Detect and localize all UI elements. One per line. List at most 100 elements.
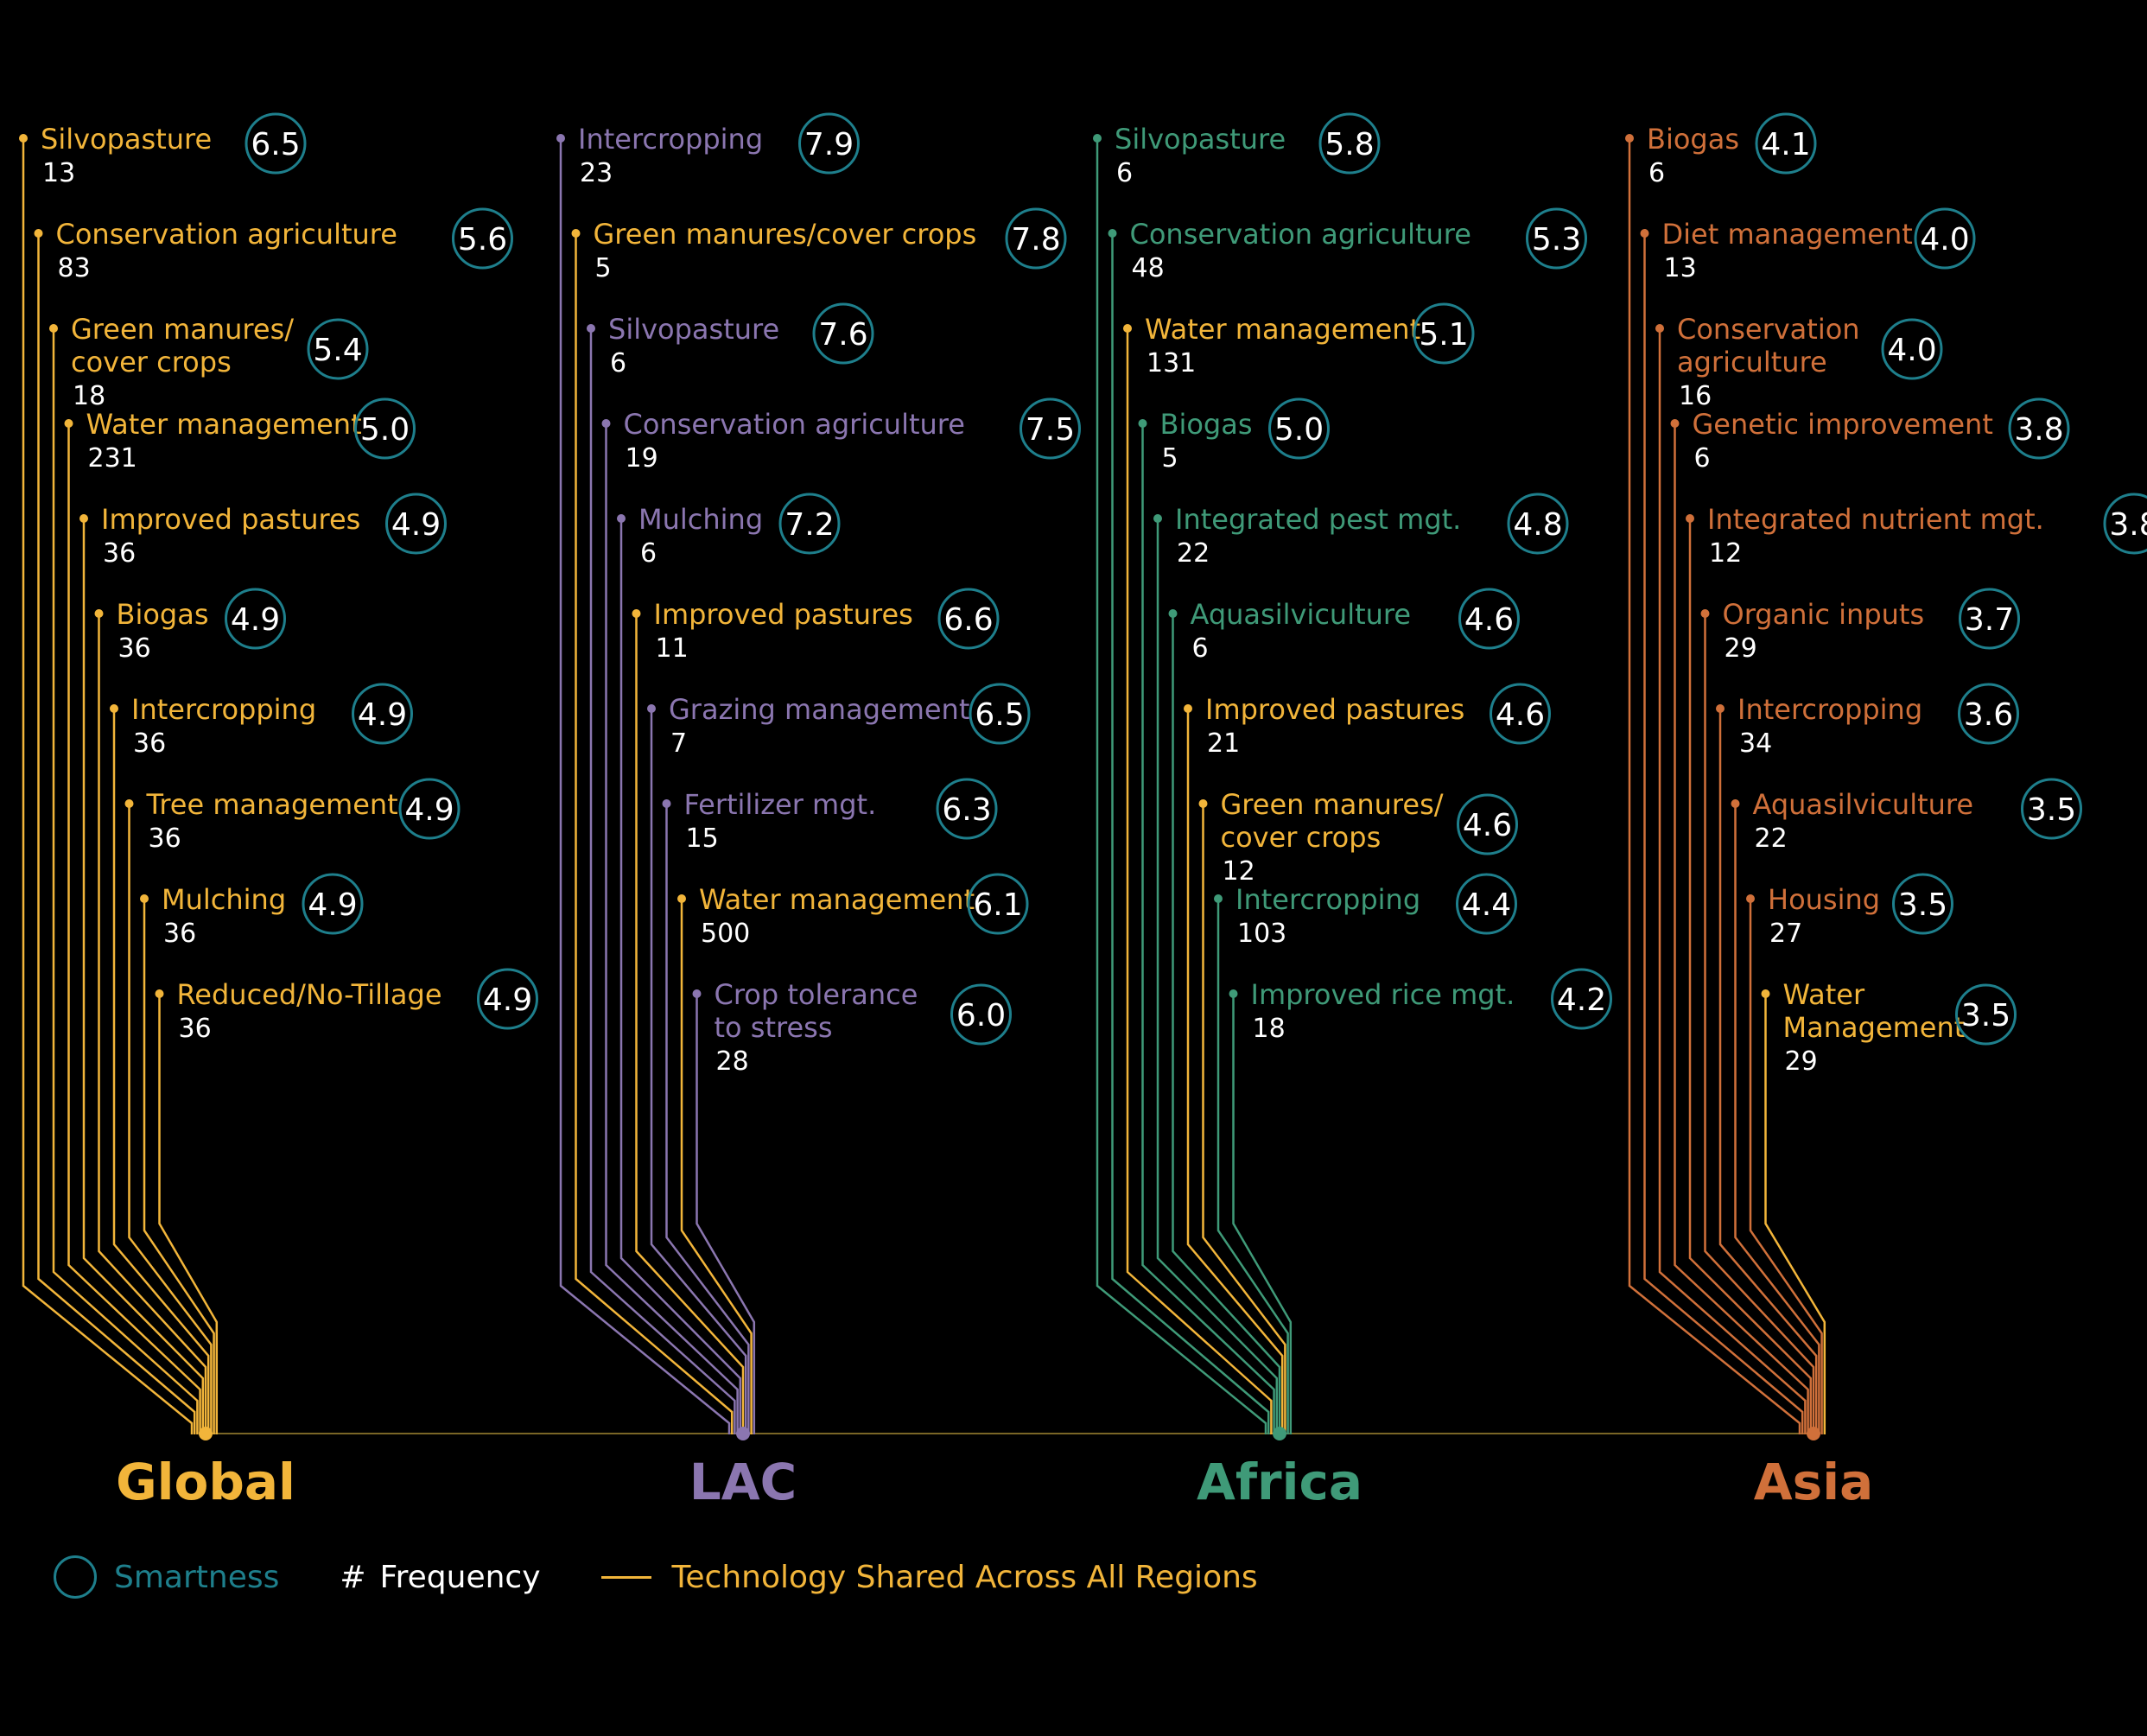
branch-line	[635, 614, 745, 1434]
frequency-value: 5	[595, 253, 612, 283]
branch-line	[559, 138, 731, 1434]
smartness-ring	[812, 302, 874, 365]
technology-label: Integrated pest mgt.	[1175, 503, 1461, 536]
smartness-ring	[2008, 397, 2070, 460]
branch-dot	[34, 229, 43, 238]
branch-dot	[140, 894, 149, 903]
smartness-value: 5.1	[1419, 317, 1468, 353]
smartness-ring	[1456, 873, 1517, 935]
frequency-value: 12	[1709, 538, 1742, 569]
technology-label: Silvopasture	[41, 123, 212, 156]
branch-line	[1202, 804, 1286, 1434]
frequency-value: 231	[88, 443, 137, 474]
branch-dot	[1655, 324, 1664, 333]
smartness-ring	[302, 873, 364, 935]
smartness-value: 4.6	[1464, 602, 1514, 638]
frequency-value: 28	[716, 1046, 749, 1077]
frequency-value: 13	[1664, 253, 1697, 283]
branch-dot	[155, 989, 164, 998]
smartness-ring-icon	[54, 1555, 97, 1599]
smartness-ring	[778, 493, 841, 555]
frequency-value: 131	[1147, 348, 1196, 378]
technology-label: Improved pastures	[101, 503, 360, 536]
technology-label: Intercropping	[1235, 883, 1420, 916]
technology-label: Silvopasture	[608, 313, 779, 346]
branch-line	[1186, 709, 1284, 1434]
frequency-value: 21	[1207, 728, 1240, 759]
branch-dot	[110, 704, 118, 713]
branch-line	[1111, 233, 1270, 1434]
technology-label: Organic inputs	[1723, 598, 1925, 631]
frequency-value: 19	[626, 443, 658, 474]
technology-label: agriculture	[1677, 346, 1827, 378]
frequency-value: 36	[163, 919, 196, 949]
branch-dot	[662, 799, 671, 808]
smartness-ring	[1413, 302, 1475, 365]
branch-line	[696, 994, 756, 1434]
smartness-value: 4.0	[1887, 333, 1936, 368]
technology-label: Conservation	[1677, 313, 1860, 346]
smartness-value: 4.2	[1557, 982, 1606, 1018]
smartness-value: 6.3	[942, 792, 991, 828]
branch-line	[589, 328, 736, 1434]
frequency-value: 36	[149, 823, 181, 854]
branch-line	[1141, 423, 1275, 1434]
technology-label: Intercropping	[578, 123, 763, 156]
technology-label: Green manures/	[1221, 788, 1444, 821]
smartness-value: 3.7	[1965, 602, 2014, 638]
technology-label: Aquasilviculture	[1191, 598, 1412, 631]
smartness-value: 5.0	[360, 412, 410, 448]
smartness-ring	[477, 968, 538, 1030]
smartness-ring	[950, 983, 1012, 1046]
region-title: LAC	[689, 1453, 797, 1511]
technology-label: Green manures/cover crops	[594, 218, 977, 251]
technology-label: Biogas	[1160, 408, 1253, 441]
frequency-value: 103	[1237, 919, 1286, 949]
smartness-ring	[1881, 318, 1943, 380]
smartness-ring	[1490, 683, 1551, 745]
legend-shared-label: Technology Shared Across All Regions	[671, 1559, 1258, 1595]
smartness-ring	[2103, 493, 2147, 555]
technology-label: cover crops	[71, 346, 232, 378]
smartness-value: 6.6	[943, 602, 993, 638]
frequency-value: 6	[1694, 443, 1711, 474]
smartness-value: 5.4	[313, 333, 362, 368]
technology-label: Water management	[1145, 313, 1420, 346]
region-node	[1273, 1427, 1286, 1440]
technology-label: Fertilizer mgt.	[684, 788, 877, 821]
branch-line	[1628, 138, 1801, 1434]
frequency-value: 34	[1739, 728, 1772, 759]
branch-line	[37, 233, 196, 1434]
frequency-value: 6	[640, 538, 657, 569]
technology-label: Crop tolerance	[715, 978, 918, 1011]
region-node	[199, 1427, 213, 1440]
smartness-value: 7.8	[1011, 222, 1060, 258]
frequency-value: 11	[656, 633, 689, 664]
branch-line	[112, 709, 210, 1434]
frequency-value: 83	[58, 253, 91, 283]
branch-dot	[1670, 419, 1680, 428]
smartness-value: 4.4	[1462, 887, 1511, 923]
branch-line	[605, 423, 739, 1434]
branch-dot	[677, 894, 686, 903]
smartness-ring	[1020, 397, 1081, 460]
smartness-ring	[1458, 588, 1520, 650]
smartness-value: 6.1	[973, 887, 1022, 923]
branch-dot	[1214, 894, 1223, 903]
smartness-value: 3.8	[2014, 412, 2063, 448]
branch-line	[128, 804, 213, 1434]
branch-dot	[1093, 134, 1102, 143]
smartness-value: 3.5	[2027, 792, 2076, 828]
hash-symbol: #	[340, 1559, 366, 1595]
frequency-value: 18	[1253, 1014, 1286, 1044]
technology-label: Water	[1783, 978, 1865, 1011]
frequency-value: 5	[1162, 443, 1178, 474]
technology-label: Management	[1783, 1011, 1966, 1044]
legend-shared: Technology Shared Across All Regions	[600, 1559, 1258, 1595]
branch-line	[1643, 233, 1804, 1434]
branch-line	[52, 328, 199, 1434]
legend-frequency: # Frequency	[340, 1560, 540, 1595]
